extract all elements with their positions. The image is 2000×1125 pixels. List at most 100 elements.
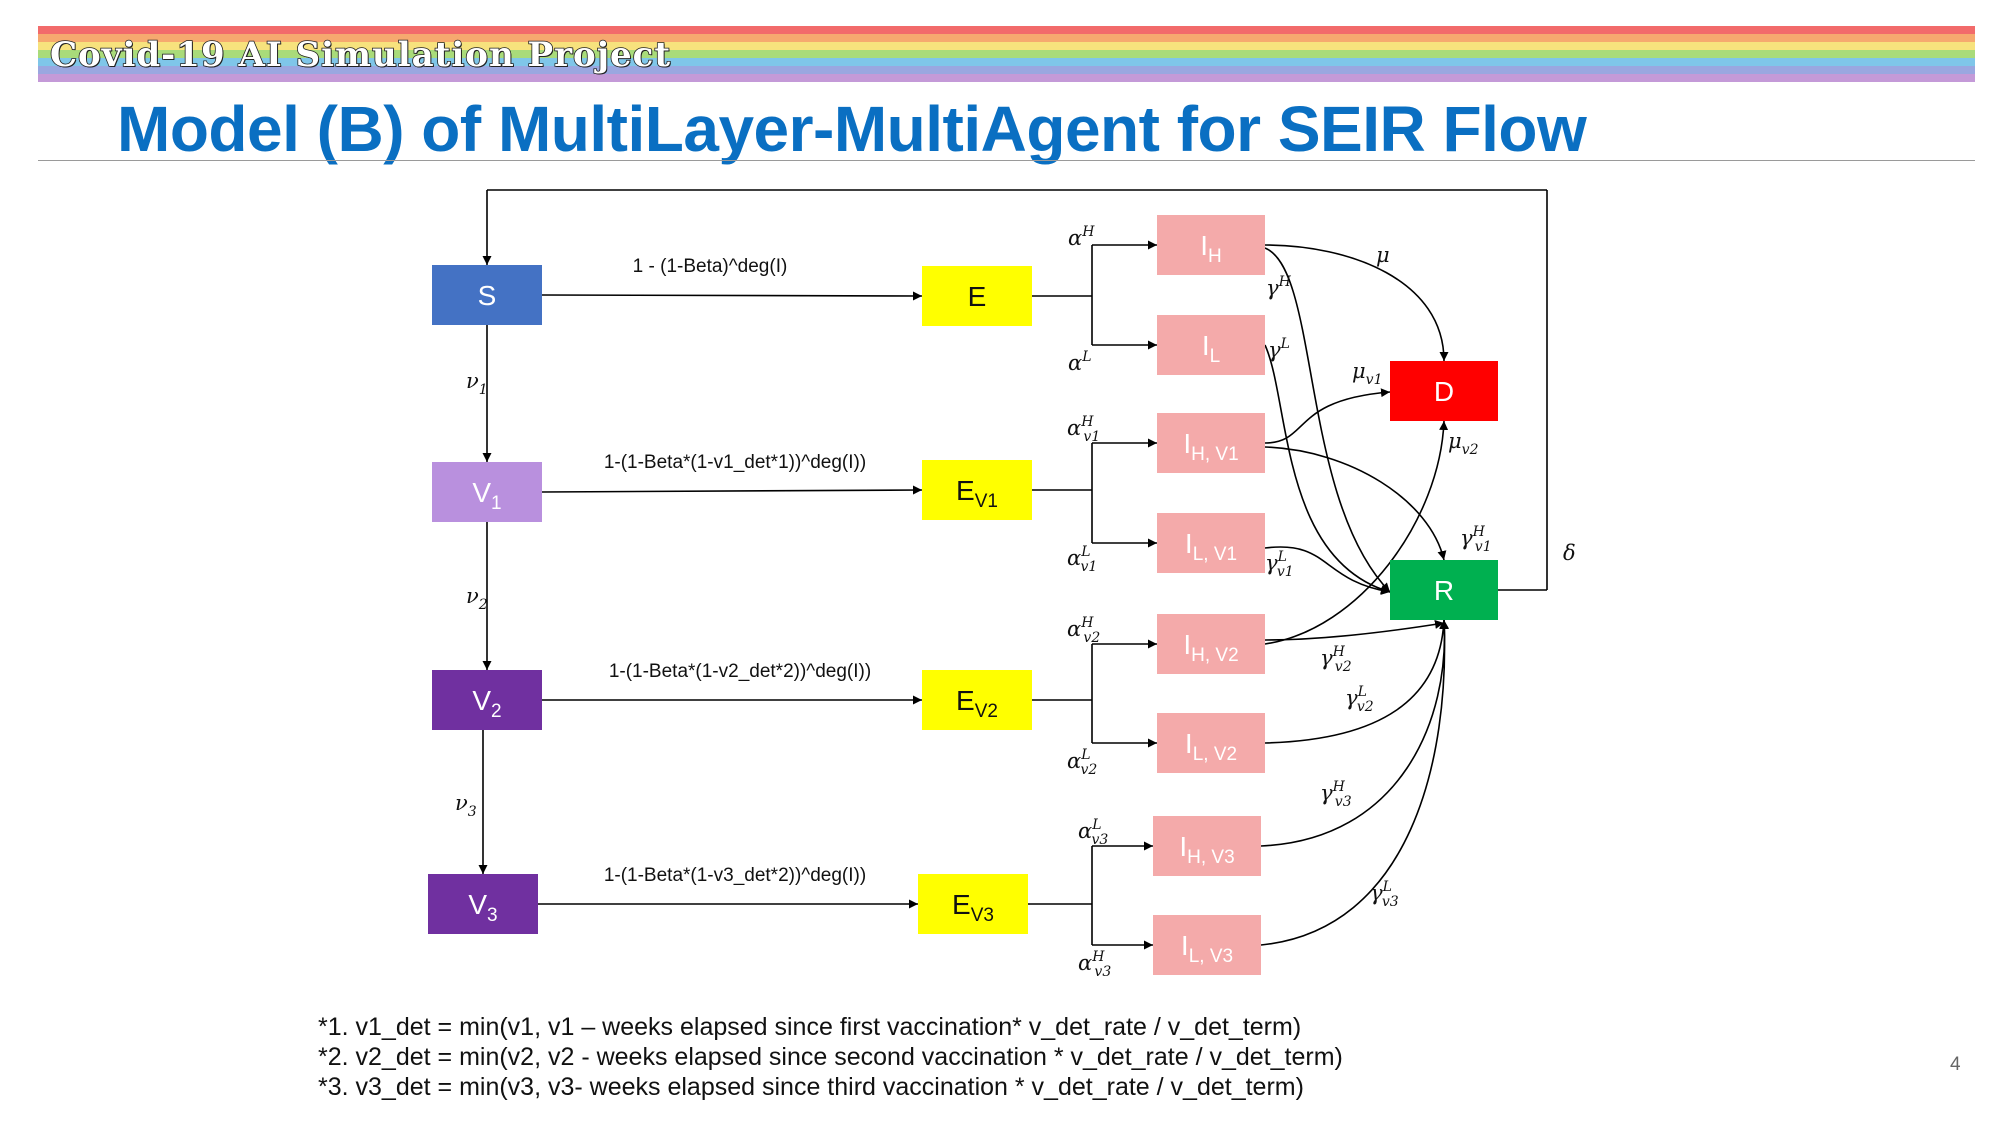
edge-ihv2-r [1264, 619, 1445, 641]
node-label: IL [1202, 330, 1220, 367]
node-label: IH, V3 [1179, 831, 1234, 868]
node-ihv2: IH, V2 [1157, 614, 1265, 674]
node-ilv3: IL, V3 [1153, 915, 1261, 975]
node-box [432, 265, 542, 325]
rate-label-muv1: μv1 [1352, 359, 1382, 388]
node-label: IH, V1 [1183, 428, 1238, 465]
node-s: S [432, 265, 542, 325]
node-label: IH, V2 [1183, 629, 1238, 666]
node-ev1: EV1 [922, 460, 1032, 520]
edge-il-r [1264, 344, 1391, 594]
node-label: IL, V3 [1181, 930, 1233, 967]
rate-label-mu: μ [1376, 243, 1390, 267]
node-ilv2: IL, V2 [1157, 713, 1265, 773]
rainbow-banner [38, 26, 1975, 90]
rainbow-stripe [38, 42, 1975, 50]
footnote-1: *1. v1_det = min(v1, v1 – weeks elapsed … [318, 1013, 1302, 1041]
node-e: E [922, 266, 1032, 326]
node-box [922, 460, 1032, 520]
node-box [1157, 513, 1265, 573]
edge-label-v3_ev3: 1-(1-Beta*(1-v3_det*2))^deg(I)) [604, 865, 866, 886]
node-v2: V2 [432, 670, 542, 730]
node-label: V3 [468, 889, 497, 926]
edge-label-v1_ev1: 1-(1-Beta*(1-v1_det*1))^deg(I)) [604, 452, 866, 473]
slide-title: Model (B) of MultiLayer-MultiAgent for S… [117, 93, 1587, 165]
node-label: V2 [472, 685, 501, 722]
edge-ihv1-d [1264, 388, 1391, 444]
rate-label-nu1: ν1 [466, 369, 488, 398]
node-label: EV3 [952, 889, 994, 926]
node-d: D [1390, 361, 1498, 421]
rate-label-muv2: μv2 [1448, 429, 1479, 458]
edge-v1-ev1 [541, 485, 923, 495]
node-ihv3: IH, V3 [1153, 816, 1261, 876]
node-box [1153, 915, 1261, 975]
node-box [1157, 413, 1265, 473]
node-box [1157, 614, 1265, 674]
node-label: EV2 [956, 685, 998, 722]
title-divider [38, 160, 1975, 161]
node-box [1157, 315, 1265, 375]
node-label: R [1434, 575, 1454, 606]
edge-ilv3-r [1260, 619, 1449, 946]
footnote-3: *3. v3_det = min(v3, v3- weeks elapsed s… [318, 1073, 1304, 1101]
node-box [1157, 215, 1265, 275]
rate-label-nu3: ν3 [455, 791, 477, 820]
rainbow-stripe [38, 34, 1975, 42]
node-ih: IH [1157, 215, 1265, 275]
node-box [432, 462, 542, 522]
page-number: 4 [1950, 1054, 1961, 1075]
node-box [1157, 713, 1265, 773]
node-label: EV1 [956, 475, 998, 512]
rate-label-nu2: ν2 [466, 584, 488, 613]
edge-ihv2-d [1264, 420, 1449, 645]
edge-s-e [541, 291, 923, 301]
node-box [1390, 560, 1498, 620]
node-ilv1: IL, V1 [1157, 513, 1265, 573]
footnotes: *1. v1_det = min(v1, v1 – weeks elapsed … [318, 1012, 1343, 1102]
node-ihv1: IH, V1 [1157, 413, 1265, 473]
node-box [922, 266, 1032, 326]
project-banner: Covid-19 AI Simulation Project [49, 34, 672, 76]
rate-label-alphaH: αH [1068, 224, 1095, 250]
node-label: IH [1200, 230, 1222, 267]
node-v3: V3 [428, 874, 538, 934]
edge-ilv1-r [1264, 546, 1391, 595]
node-box [1390, 361, 1498, 421]
node-r: R [1390, 560, 1498, 620]
edge-ih-d [1264, 244, 1449, 362]
edge-ilv2-r [1264, 619, 1449, 744]
node-ev2: EV2 [922, 670, 1032, 730]
edge-ih-r [1264, 247, 1391, 593]
node-label: IL, V2 [1185, 728, 1237, 765]
edge-ihv3-r [1260, 619, 1450, 847]
rainbow-stripe [38, 66, 1975, 74]
node-il: IL [1157, 315, 1265, 375]
edge-label-v2_ev2: 1-(1-Beta*(1-v2_det*2))^deg(I)) [609, 661, 871, 682]
rate-label-gammaL: γL [1268, 336, 1290, 362]
edge-ihv1-r [1264, 446, 1447, 561]
node-label: V1 [472, 477, 501, 514]
node-box [1153, 816, 1261, 876]
rainbow-stripe [38, 58, 1975, 66]
node-label: D [1434, 376, 1454, 407]
node-box [428, 874, 538, 934]
rainbow-stripe [38, 50, 1975, 58]
rate-label-delta: δ [1563, 541, 1576, 565]
footnote-2: *2. v2_det = min(v2, v2 - weeks elapsed … [318, 1043, 1343, 1071]
edge-label-s_e: 1 - (1-Beta)^deg(I) [633, 256, 788, 277]
rate-label-alphaL: αL [1068, 349, 1091, 375]
node-ev3: EV3 [918, 874, 1028, 934]
rate-label-gammaH: γH [1266, 274, 1292, 300]
